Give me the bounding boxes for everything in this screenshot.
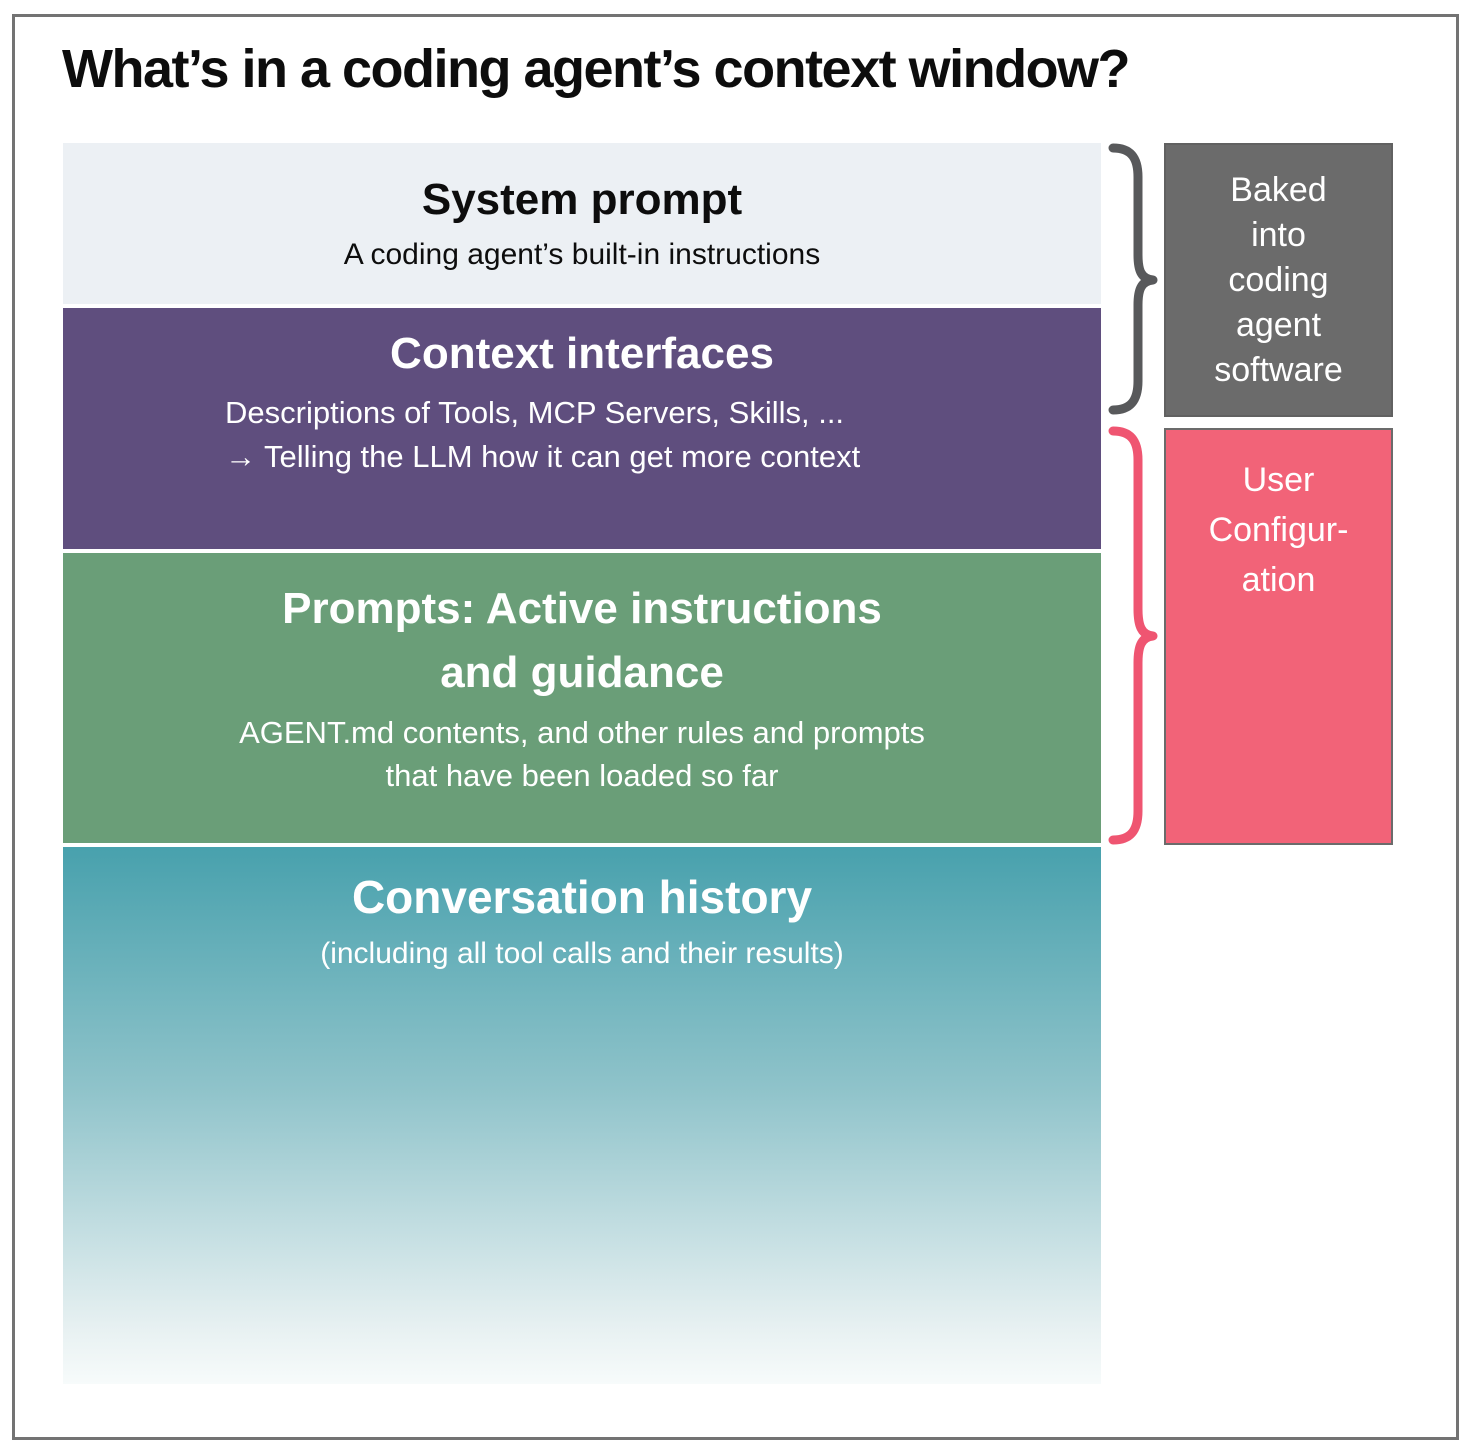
user-configuration-label-box: User Configur- ation: [1164, 428, 1393, 845]
baked-into-software-label-box: Baked into coding agent software: [1164, 143, 1393, 417]
baked-brace-icon: [1108, 143, 1158, 415]
conversation-history-title: Conversation history: [351, 871, 813, 923]
system-prompt-box: System prompt A coding agent’s built-in …: [63, 143, 1101, 304]
conversation-history-subtitle: (including all tool calls and their resu…: [320, 936, 844, 970]
context-interfaces-title: Context interfaces: [390, 329, 774, 378]
user-configuration-label: User Configur- ation: [1208, 461, 1349, 599]
user-config-brace-icon: [1108, 426, 1158, 845]
page-title: What’s in a coding agent’s context windo…: [62, 39, 1131, 99]
prompts-title: Prompts: Active instructions and guidanc…: [282, 584, 882, 697]
conversation-history-box: Conversation history (including all tool…: [63, 847, 1101, 1384]
baked-into-software-label: Baked into coding agent software: [1214, 170, 1343, 389]
prompts-subtitle: AGENT.md contents, and other rules and p…: [239, 714, 925, 793]
system-prompt-subtitle: A coding agent’s built-in instructions: [343, 237, 821, 271]
prompts-box: Prompts: Active instructions and guidanc…: [63, 553, 1101, 843]
context-interfaces-details: Descriptions of Tools, MCP Servers, Skil…: [225, 395, 861, 474]
system-prompt-title: System prompt: [421, 174, 743, 224]
context-interfaces-box: Context interfaces Descriptions of Tools…: [63, 308, 1101, 549]
